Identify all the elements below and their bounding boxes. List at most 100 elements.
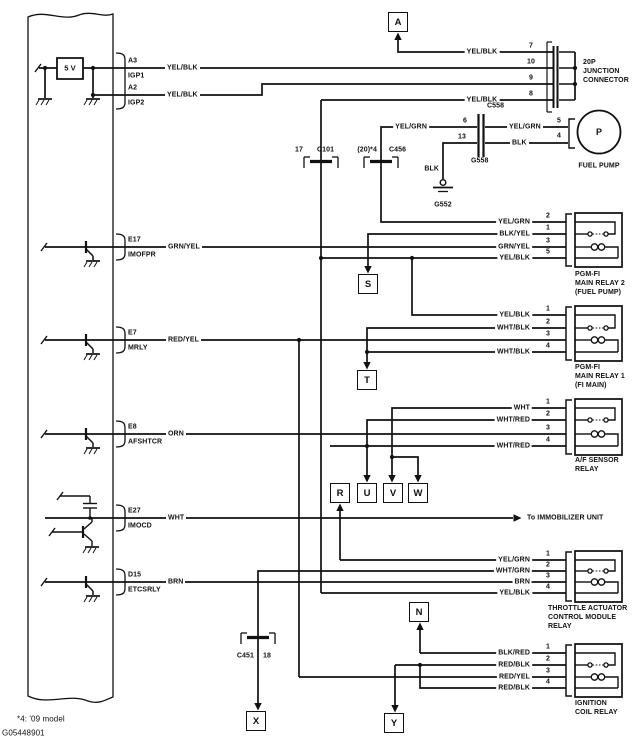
label-ecm-pins-4-id: E8 [128, 423, 137, 431]
label-c558-pin5: 5 [557, 117, 561, 125]
label-ecm-regulator: 5 V [64, 63, 76, 73]
label-c451-num: 18 [263, 652, 271, 660]
label-ecm-pins-1-wire: YEL/BLK [165, 91, 200, 99]
label-pump-name: FUEL PUMP [578, 162, 620, 170]
label-pump-symbol: P [595, 127, 603, 137]
label-ecm-pins-1-signal: IGP2 [128, 99, 145, 107]
label-relays-3-pins-0-n: 1 [546, 550, 550, 558]
label-relays-3-pins-1-c: WHT/GRN [493, 567, 532, 575]
offpage-ref-w: W [408, 483, 428, 503]
label-relays-4-pins-3-n: 4 [546, 678, 550, 686]
offpage-ref-a: A [388, 12, 408, 32]
label-relays-0-pins-3-n: 5 [546, 248, 550, 256]
label-relays-0-pins-0-n: 2 [546, 212, 550, 220]
label-c101-name: C101 [317, 146, 335, 154]
label-relays-3-pins-2-n: 3 [546, 572, 550, 580]
offpage-ref-u: U [357, 483, 377, 503]
label-junction-pins-1: 10 [527, 58, 535, 66]
label-ecm-pins-3-signal: MRLY [128, 344, 148, 352]
label-c101-num: 17 [295, 146, 303, 154]
label-footer-footnote: *4: '09 model [17, 714, 65, 724]
label-ecm-pins-5-id: E27 [128, 507, 141, 515]
label-ecm-pins-6-id: D15 [128, 571, 142, 579]
label-relays-1-pins-3-n: 4 [546, 342, 550, 350]
label-junction-name: 20P JUNCTION CONNECTOR [583, 59, 629, 85]
label-relays-0-pins-2-c: GRN/YEL [496, 243, 532, 251]
label-c558-left_wire: YEL/GRN [393, 123, 429, 131]
offpage-ref-x: X [246, 711, 266, 731]
label-relays-0-pins-1-n: 1 [546, 224, 550, 232]
label-ecm-pins-4-wire: ORN [166, 430, 186, 438]
label-relays-3-pins-2-c: BRN [512, 578, 532, 586]
label-relays-0-pins-2-n: 3 [546, 237, 550, 245]
label-relays-1-name: PGM-FI MAIN RELAY 1 (FI MAIN) [575, 364, 625, 390]
label-ecm-pins-3-id: E7 [128, 329, 137, 337]
label-junction-wire8: YEL/BLK [464, 96, 500, 104]
label-relays-4-pins-1-n: 2 [546, 655, 550, 663]
offpage-ref-t: T [357, 370, 377, 390]
label-relays-1-pins-0-n: 1 [546, 305, 550, 313]
label-c558-pin13: 13 [458, 133, 466, 141]
label-relays-3-pins-0-c: YEL/GRN [496, 556, 532, 564]
label-relays-0-pins-1-c: BLK/YEL [497, 230, 532, 238]
label-ecm-pins-0-id: A3 [128, 57, 138, 65]
label-relays-1-pins-1-c: WHT/BLK [495, 324, 532, 332]
label-relays-2-pins-3-n: 4 [546, 436, 550, 444]
label-ecm-pins-2-id: E17 [128, 236, 141, 244]
label-relays-2-pins-2-n: 3 [546, 424, 550, 432]
label-relays-4-pins-0-c: BLK/RED [496, 649, 532, 657]
label-ecm-pins-3-wire: RED/YEL [166, 336, 202, 344]
label-relays-3-name: THROTTLE ACTUATOR CONTROL MODULE RELAY [548, 605, 628, 631]
label-relays-4-name: IGNITION COIL RELAY [575, 700, 618, 717]
offpage-ref-r: R [330, 483, 350, 503]
offpage-ref-v: V [383, 483, 403, 503]
label-ecm-pins-2-signal: IMOFPR [128, 251, 156, 259]
label-ecm-pins-1-id: A2 [128, 84, 138, 92]
label-c451-name: C451 [236, 652, 254, 660]
label-footer-doc_id: G05448901 [2, 728, 45, 738]
label-relays-4-pins-1-c: RED/BLK [496, 661, 532, 669]
label-relays-1-pins-3-c: WHT/BLK [495, 348, 532, 356]
offpage-ref-n: N [409, 602, 429, 622]
label-g558-name: G558 [471, 157, 489, 165]
label-c558-name: C558 [487, 102, 505, 110]
label-relays-2-pins-0-c: WHT [511, 404, 532, 412]
offpage-ref-s: S [358, 274, 378, 294]
label-ecm-pins-6-signal: ETCSRLY [128, 586, 161, 594]
label-relays-0-pins-3-c: YEL/BLK [497, 254, 532, 262]
label-relays-2-pins-0-n: 1 [546, 398, 550, 406]
label-relays-0-name: PGM-FI MAIN RELAY 2 (FUEL PUMP) [575, 271, 625, 297]
label-relays-1-pins-0-c: YEL/BLK [497, 311, 532, 319]
label-immobilizer: To IMMOBILIZER UNIT [527, 514, 604, 522]
label-c456-name: C456 [389, 146, 407, 154]
label-relays-4-pins-0-n: 1 [546, 643, 550, 651]
label-junction-pins-3: 8 [529, 90, 533, 98]
label-relays-4-pins-2-c: RED/YEL [496, 673, 532, 681]
label-junction-wire7: YEL/BLK [464, 48, 500, 56]
label-relays-2-name: A/F SENSOR RELAY [575, 457, 619, 474]
label-ecm-pins-6-wire: BRN [166, 578, 186, 586]
label-relays-1-pins-1-n: 2 [546, 318, 550, 326]
label-relays-0-pins-0-c: YEL/GRN [496, 218, 532, 226]
label-junction-pins-0: 7 [529, 42, 533, 50]
label-ecm-pins-2-wire: GRN/YEL [166, 243, 202, 251]
label-ecm-pins-5-wire: WHT [166, 514, 187, 522]
label-c558-pin6: 6 [463, 117, 467, 125]
label-relays-4-pins-3-c: RED/BLK [496, 684, 532, 692]
label-relays-2-pins-1-n: 2 [546, 410, 550, 418]
label-c558-right_wire: YEL/GRN [507, 123, 543, 131]
label-relays-3-pins-3-c: YEL/BLK [497, 589, 532, 597]
label-relays-1-pins-2-n: 3 [546, 330, 550, 338]
label-ecm-pins-0-signal: IGP1 [128, 72, 145, 80]
label-c558-pin4: 4 [557, 132, 561, 140]
offpage-ref-y: Y [384, 713, 404, 733]
label-relays-2-pins-1-c: WHT/RED [494, 416, 532, 424]
label-ecm-pins-4-signal: AFSHTCR [128, 438, 163, 446]
label-junction-pins-2: 9 [529, 74, 533, 82]
label-g552-wire: BLK [424, 165, 439, 173]
label-g552-name: G552 [434, 201, 452, 209]
label-relays-4-pins-2-n: 3 [546, 667, 550, 675]
label-relays-3-pins-3-n: 4 [546, 583, 550, 591]
